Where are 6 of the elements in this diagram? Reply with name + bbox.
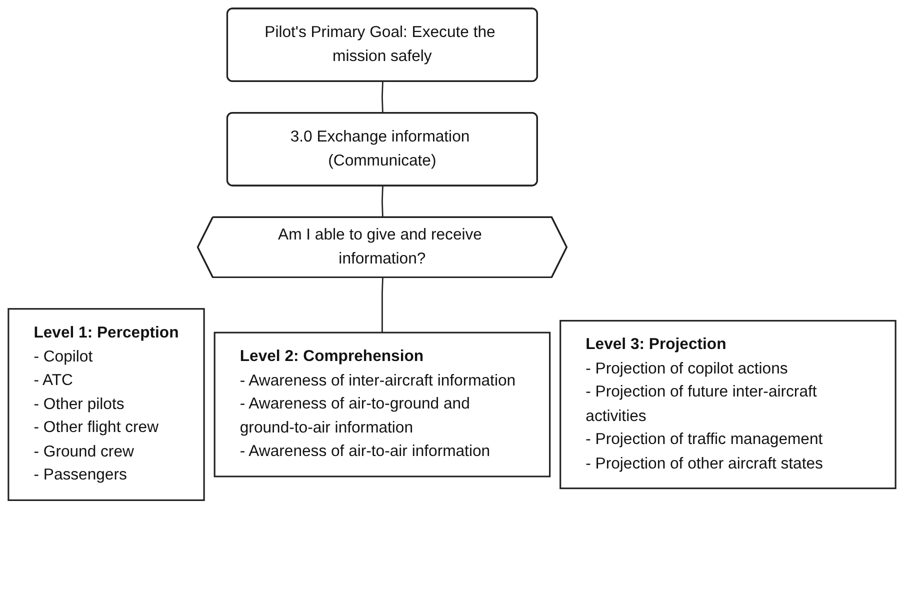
node-box: Level 1: Perception - Copilot - ATC - Other pilots - Other flight crew - Ground crew - Passengers	[8, 308, 205, 501]
connector	[382, 278, 384, 333]
connector	[382, 82, 384, 114]
node-box: Level 2: Comprehension - Awareness of inter-aircraft information - Awareness of air-to-ground and ground-to-air information - Awareness of air-to-air information	[214, 332, 551, 478]
connector	[382, 186, 384, 218]
node-box: Level 3: Projection - Projection of copilot actions - Projection of future inter-aircraft activities - Projection of traffic management - Projection of other aircraft states	[560, 320, 896, 490]
